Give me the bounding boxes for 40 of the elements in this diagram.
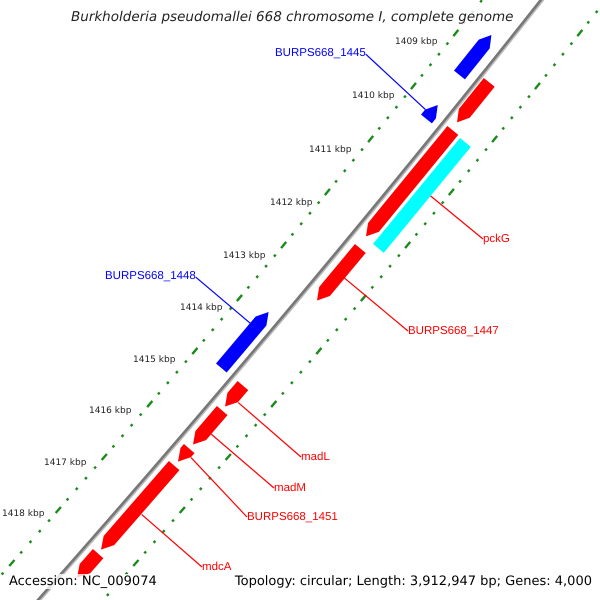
gene-feature (101, 461, 180, 550)
genome-info-text: Topology: circular; Length: 3,912,947 bp; Genes: 4,000 (234, 574, 592, 589)
leader-line (365, 54, 426, 110)
gene-label: BURPS668_1447 (408, 325, 499, 337)
gene-label: madM (274, 482, 306, 494)
tick-label: 1416 kbp (89, 406, 132, 416)
tick-label: 1410 kbp (352, 91, 394, 101)
tick-label: 1418 kbp (2, 509, 44, 519)
gene-feature (178, 444, 194, 462)
leader-line (195, 276, 251, 324)
tick-label: 1413 kbp (223, 251, 266, 261)
leader-line (190, 457, 248, 518)
leader-line (141, 514, 202, 568)
map-title: Burkholderia pseudomallei 668 chromosome I, complete genome (71, 9, 514, 25)
accession-text: Accession: NC_009074 (9, 574, 157, 589)
leader-line (210, 434, 274, 488)
gene-feature (457, 78, 496, 122)
gene-feature (372, 138, 471, 252)
gene-feature (421, 105, 438, 124)
gene-feature (454, 35, 492, 80)
tick-label: 1414 kbp (180, 303, 222, 313)
tick-label: 1411 kbp (309, 145, 352, 155)
gene-feature (216, 312, 269, 373)
gene-label: madL (301, 451, 330, 463)
gene-feature (316, 244, 366, 300)
gene-feature (225, 381, 248, 407)
leader-line (430, 195, 484, 240)
tick-label: 1409 kbp (395, 37, 438, 47)
gene-label: BURPS668_1451 (247, 511, 338, 523)
tick-label: 1412 kbp (270, 198, 312, 208)
tick-label: 1417 kbp (44, 458, 86, 468)
gene-feature (192, 406, 228, 445)
leader-line (238, 402, 302, 458)
gene-label: BURPS668_1445 (275, 47, 366, 59)
gene-feature (366, 126, 458, 236)
gene-label: BURPS668_1448 (105, 270, 196, 282)
gene-label: pckG (483, 233, 510, 245)
gene-label: mdcA (202, 561, 232, 573)
leader-line (344, 277, 408, 332)
tick-label: 1415 kbp (133, 355, 176, 365)
